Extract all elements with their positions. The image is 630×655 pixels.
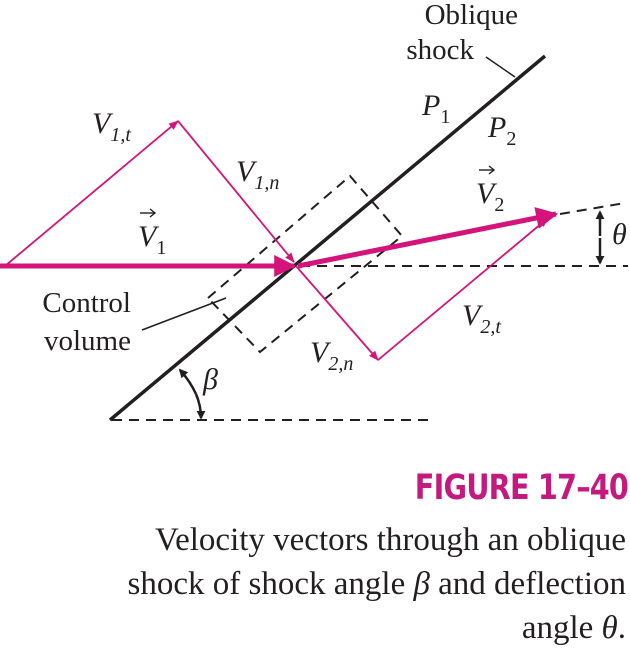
v1n-vector xyxy=(177,120,295,263)
theta-label: θ xyxy=(612,218,627,251)
v1n-label: V1,n xyxy=(236,155,279,194)
v2t-label: V2,t xyxy=(462,299,501,338)
shock-label-line1: Oblique xyxy=(425,0,518,31)
figure-caption: Velocity vectors through an oblique shoc… xyxy=(26,518,626,650)
p1-label: P1 xyxy=(421,89,450,128)
oblique-shock-line xyxy=(108,54,547,422)
caption-line3-pre: angle xyxy=(521,610,602,646)
v2-vector xyxy=(297,207,559,269)
v1-label: V1 xyxy=(138,220,166,259)
shock-label-line2: shock xyxy=(406,34,474,66)
caption-theta-symbol: θ xyxy=(601,610,618,646)
p2-label: P2 xyxy=(487,111,516,150)
caption-line3-post: . xyxy=(617,610,626,646)
v2t-vector xyxy=(377,217,549,361)
caption-line2-pre: shock of shock angle xyxy=(127,566,414,602)
v1t-label: V1,t xyxy=(92,107,131,146)
beta-arc-down xyxy=(194,393,206,420)
control-volume-leader-line xyxy=(141,297,227,331)
caption-beta-symbol: β xyxy=(413,566,430,602)
control-volume-label-line2: volume xyxy=(44,325,131,357)
v1-overarrow xyxy=(140,208,157,218)
control-volume-box xyxy=(206,174,404,354)
figure-number: FIGURE 17–40 xyxy=(414,468,629,508)
oblique-shock-diagram: Oblique shock P1 P2 V1,t V1,n V1 V2 V2,t… xyxy=(0,0,628,422)
deflected-reference-line xyxy=(559,202,626,215)
control-volume-label-line1: Control xyxy=(42,287,131,319)
v2-label: V2 xyxy=(476,177,504,216)
v1t-vector xyxy=(4,120,179,267)
beta-arc-up xyxy=(178,368,198,395)
caption-line1: Velocity vectors through an oblique xyxy=(154,522,626,558)
caption-line2-post: and deflection xyxy=(429,566,626,602)
v2n-vector xyxy=(295,265,379,361)
v2-overarrow xyxy=(479,165,496,175)
v2n-label: V2,n xyxy=(310,336,353,375)
shock-leader-line xyxy=(485,56,516,78)
beta-label: β xyxy=(202,363,218,396)
